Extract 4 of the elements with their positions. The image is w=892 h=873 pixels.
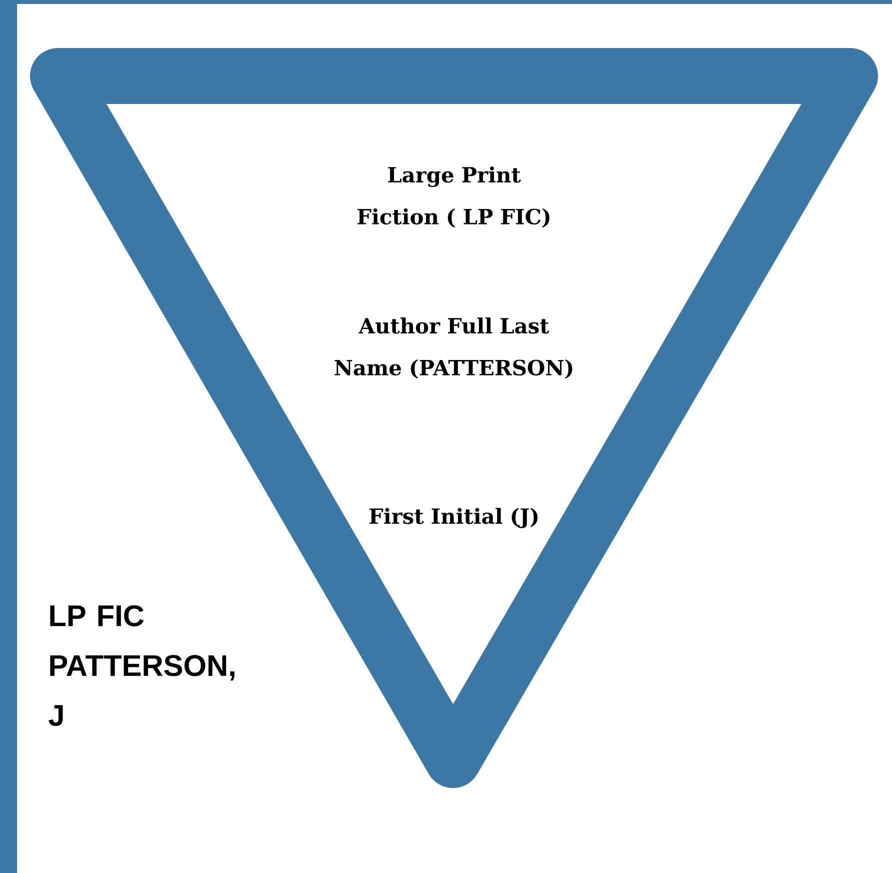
- node-text: First Initial (J): [370, 508, 538, 528]
- node-text: Author Full Last Name (PATTERSON): [334, 318, 572, 378]
- node-text: Large Print Fiction ( LP FIC): [358, 166, 550, 228]
- call-number-label: LP FIC PATTERSON, J: [48, 605, 234, 726]
